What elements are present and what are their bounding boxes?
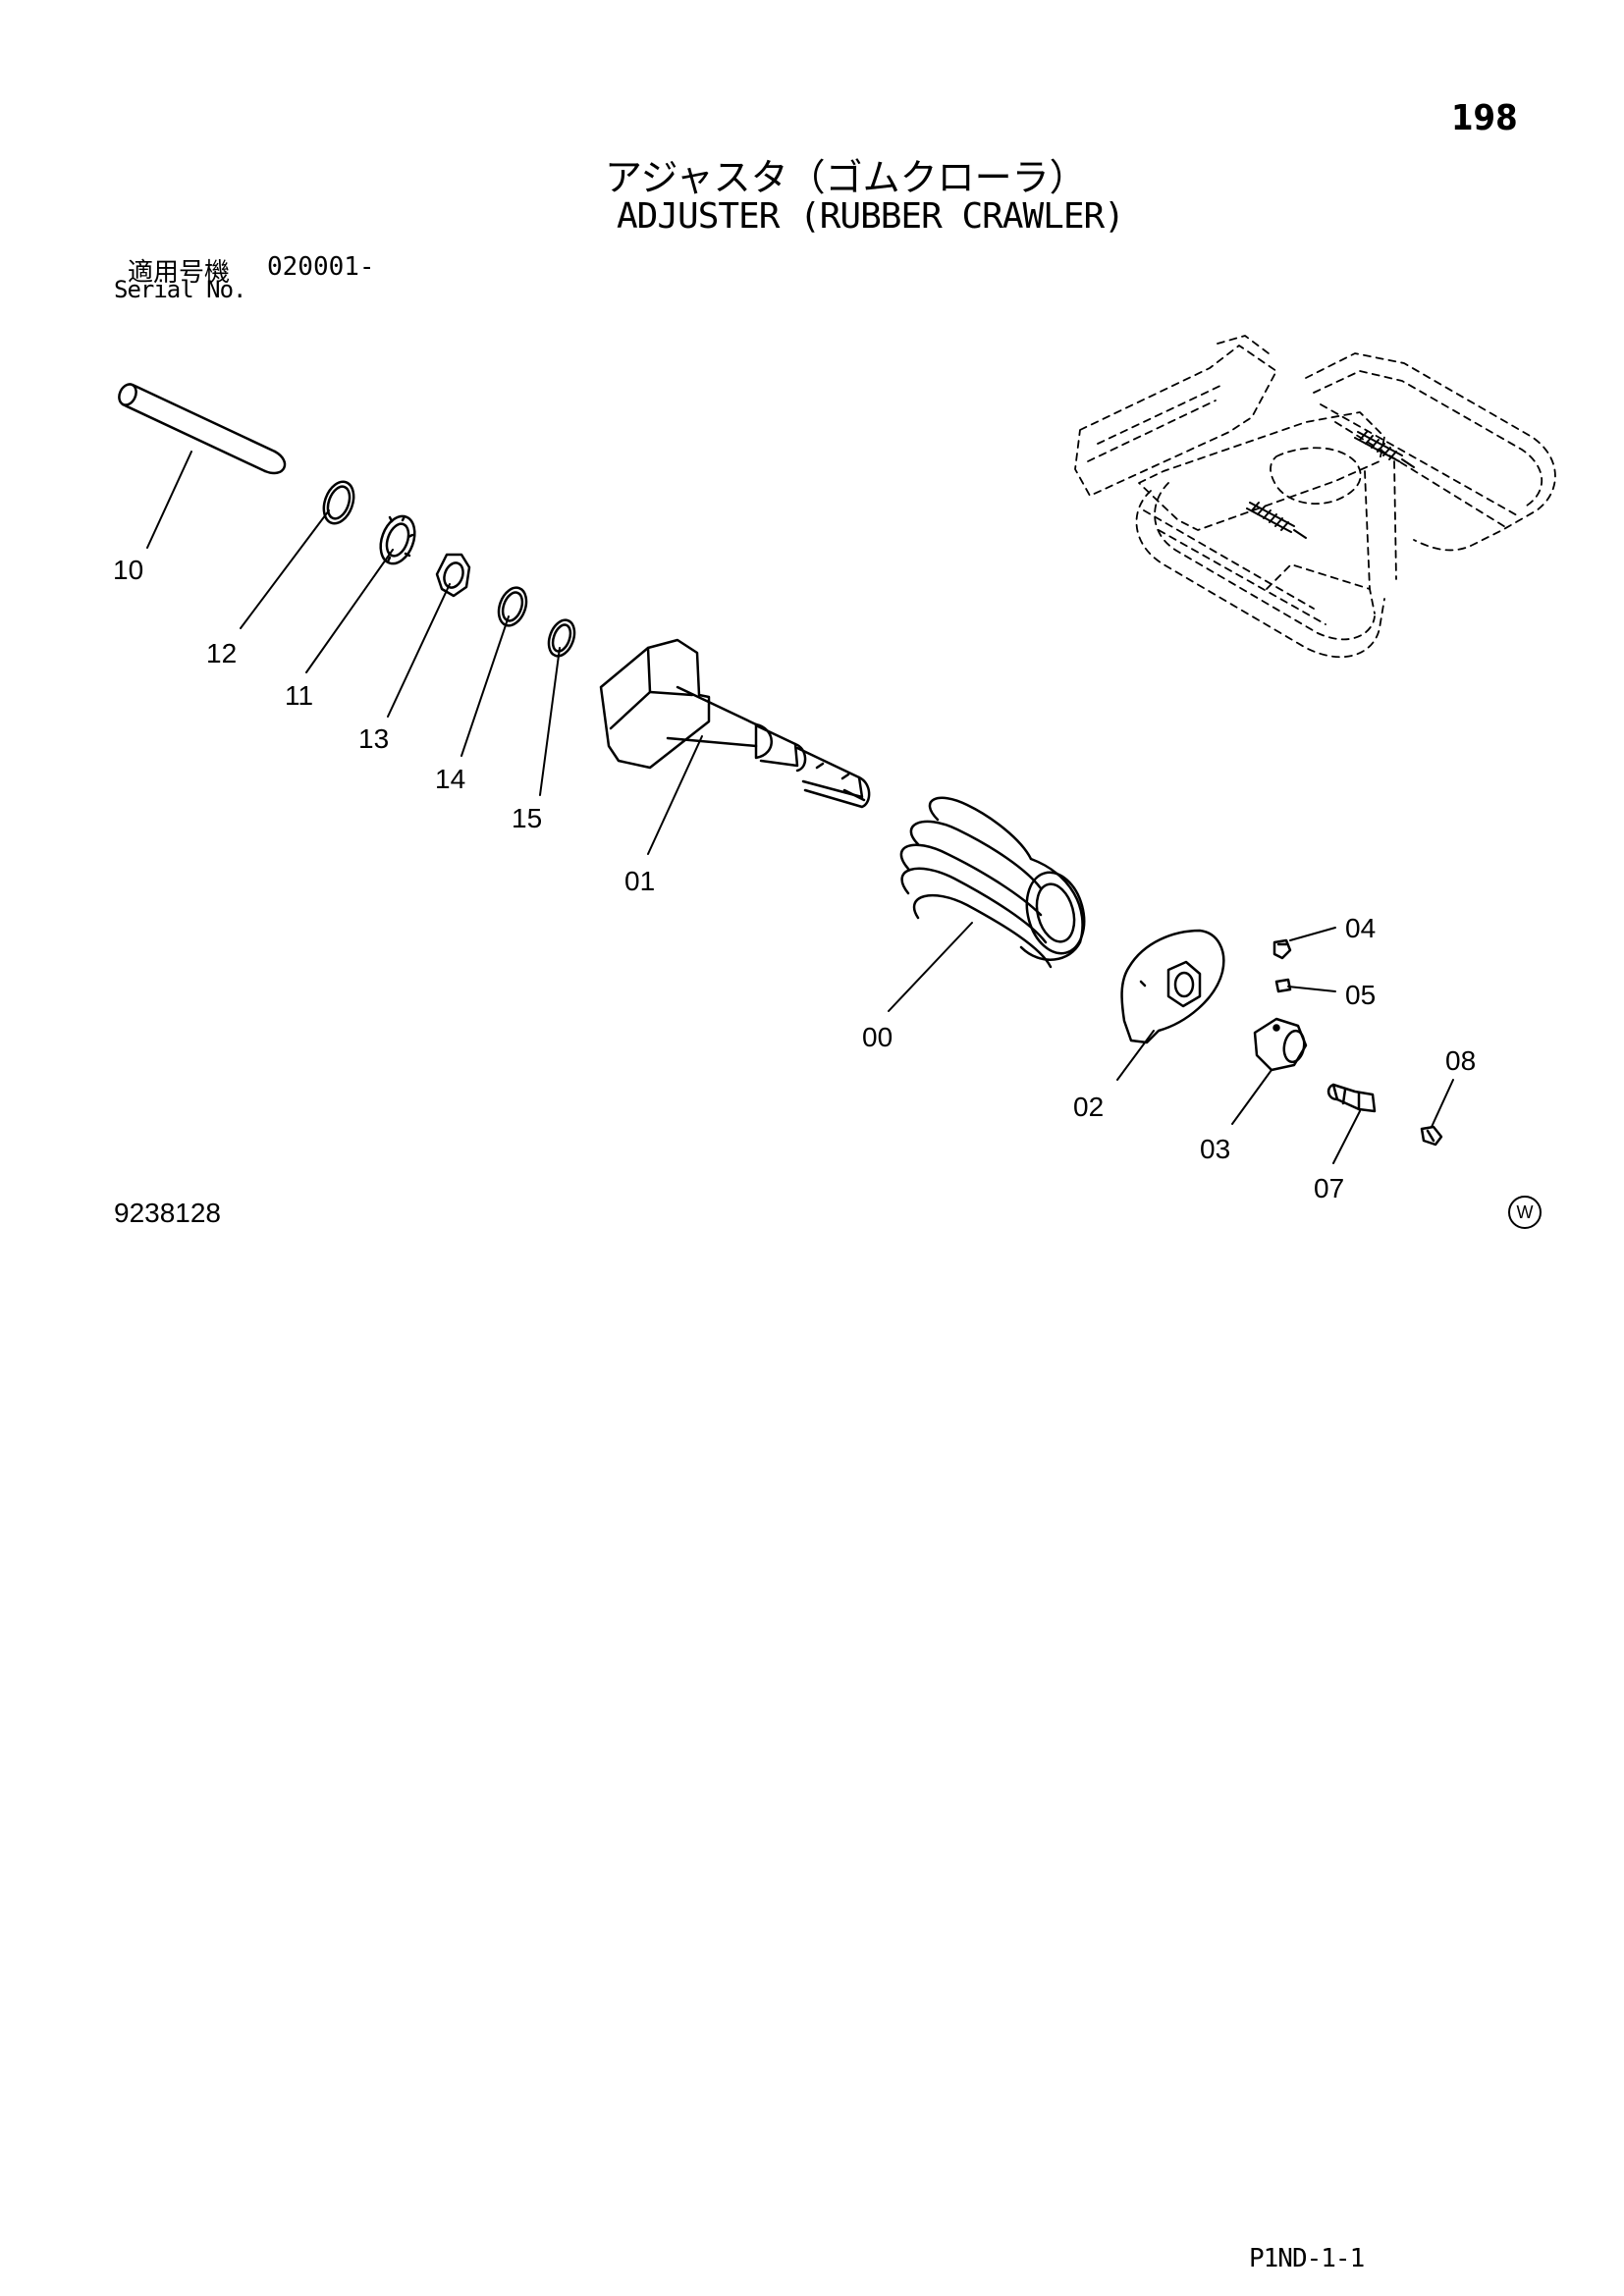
callout-15: 15 [512,803,542,833]
part-05-plug [1274,978,1292,993]
page-number: 198 [1451,98,1518,138]
part-14-ring [497,586,528,627]
callout-14: 14 [435,764,465,794]
part-02-flange-plate [1120,929,1225,1044]
callout-05: 05 [1345,980,1376,1010]
part-01-adjuster-rod [599,638,871,809]
part-04-fitting [1272,938,1292,960]
part-03-hex-nut [1253,1017,1308,1072]
part-13-lock-nut [435,553,471,598]
part-12-snap-ring [322,480,355,525]
callout-03: 03 [1200,1134,1230,1164]
undercarriage-inset [1074,335,1556,659]
inset-spring-upper [1354,431,1415,468]
callout-13: 13 [358,723,389,754]
title-japanese: アジャスタ（ゴムクローラ） [605,156,1087,199]
callout-07: 07 [1314,1173,1344,1203]
serial-label-japanese: 適用号機 [128,258,231,288]
title-english: ADJUSTER (RUBBER CRAWLER) [617,196,1125,237]
watermark-circle-mark: W [1508,1196,1542,1229]
callout-11: 11 [285,680,313,711]
callout-00: 00 [862,1022,893,1052]
inset-spring-lower [1246,502,1307,539]
serial-label-english: Serial No. [114,276,246,303]
callout-12: 12 [206,638,237,668]
callout-08: 08 [1445,1045,1476,1076]
part-10-rod [118,383,287,475]
part-15-ring [547,618,576,658]
footer-code: P1ND-1-1 [1249,2244,1365,2273]
callout-02: 02 [1073,1092,1104,1122]
part-00-spring [899,796,1086,969]
part-11-nut [379,514,416,565]
serial-number-value: 020001- [267,252,375,282]
callout-01: 01 [624,866,655,896]
callout-04: 04 [1345,913,1376,943]
part-08-cap [1420,1125,1443,1147]
part-07-valve [1326,1083,1377,1113]
leader-lines [146,451,1454,1164]
drawing-number: 9238128 [114,1198,222,1228]
callout-10: 10 [113,555,143,585]
